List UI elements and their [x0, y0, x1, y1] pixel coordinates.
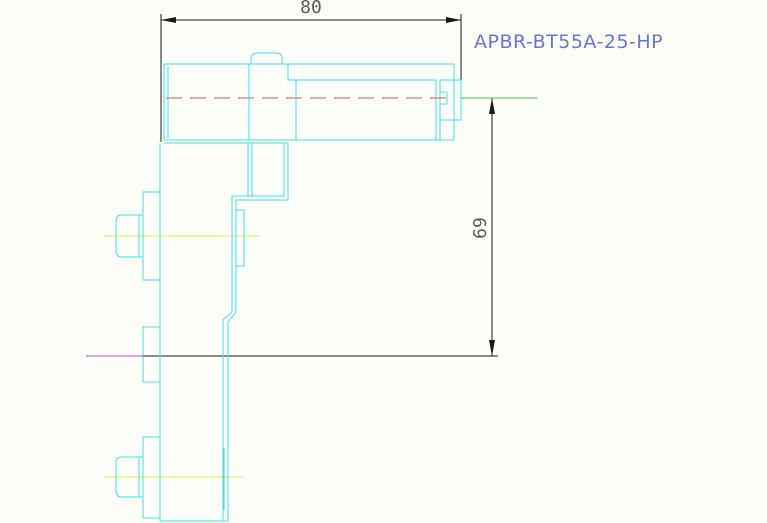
dim-arrow-top: [489, 98, 495, 114]
bolt-tip: [439, 79, 462, 121]
upper-clamp: [115, 191, 160, 281]
dim-arrow-left: [161, 17, 176, 23]
bracket-outline: [227, 143, 289, 521]
top-bolt: [163, 52, 462, 144]
dim-arrow-right: [446, 17, 461, 23]
dim-arrow-bottom: [489, 340, 495, 356]
horizontal-dimension: 80: [160, 0, 462, 142]
middle-tab: [142, 326, 160, 383]
dimension-80-text: 80: [300, 0, 322, 18]
bolt-shank: [163, 63, 455, 141]
bolt-head-tab: [250, 52, 283, 64]
lower-clamp: [115, 436, 160, 519]
dimension-69-text: 69: [470, 217, 491, 239]
vertical-dimension: 69: [140, 97, 498, 357]
side-slot: [235, 209, 245, 267]
part-number-label: APBR-BT55A-25-HP: [474, 31, 663, 53]
bracket-body: [159, 143, 289, 522]
